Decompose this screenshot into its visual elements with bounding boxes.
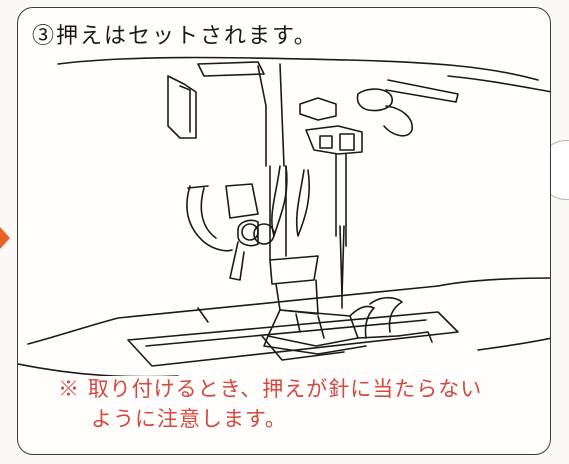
step-title: ③押えはセットされます。 xyxy=(32,24,318,49)
caution-note: ※ 取り付けるとき、押えが針に当たらない ように注意します。 xyxy=(58,374,482,434)
caution-line-2: ように注意します。 xyxy=(91,407,287,431)
presser-foot-illustration xyxy=(18,56,550,376)
orange-arrow-icon xyxy=(0,218,12,262)
instruction-panel: ③押えはセットされます。 xyxy=(17,7,551,455)
caution-mark: ※ xyxy=(58,377,80,401)
caution-line-1: 取り付けるとき、押えが針に当たらない xyxy=(87,377,483,401)
